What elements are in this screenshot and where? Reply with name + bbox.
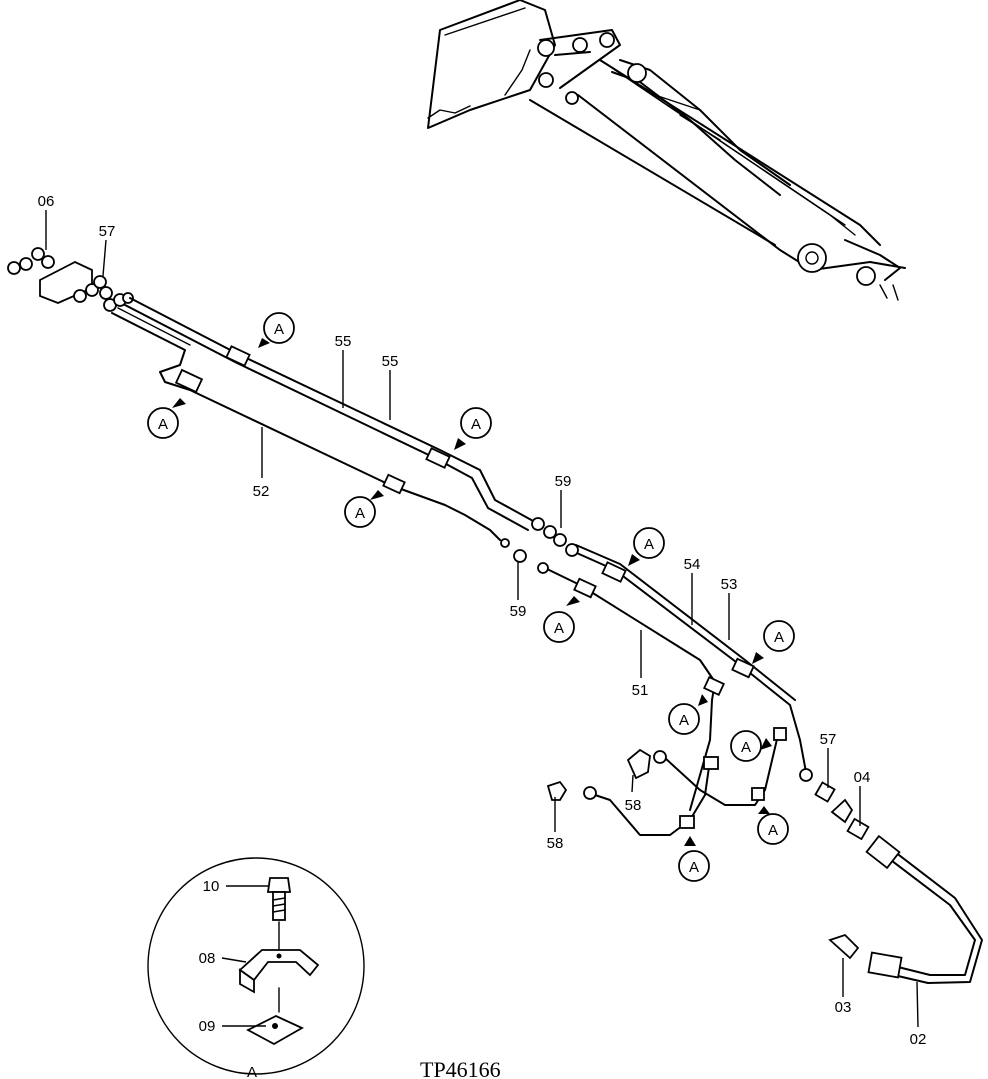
part-label-59-bottom: 59 [510, 603, 527, 620]
part-label-55-right: 55 [382, 353, 399, 370]
figure-id: TP46166 [420, 1057, 501, 1079]
callout-a-7 [763, 620, 795, 652]
part-label-57-top: 57 [99, 223, 116, 240]
callout-a-2 [147, 407, 179, 439]
leader-lines [45, 210, 919, 1028]
callout-a-11 [678, 850, 710, 882]
part-number-labels: 06 57 55 55 52 59 59 54 53 51 57 04 58 5… [38, 193, 927, 1048]
callouts-a: A A A A A A A A A A A [147, 312, 795, 882]
connector-block [7, 247, 134, 312]
part-label-57-bottom: 57 [820, 731, 837, 748]
callout-a-10 [757, 813, 789, 845]
part-label-52: 52 [253, 483, 270, 500]
part-label-53: 53 [721, 576, 738, 593]
callout-a-9 [730, 730, 762, 762]
callout-a-4 [344, 496, 376, 528]
part-label-54: 54 [684, 556, 701, 573]
callout-a-4-text: A [355, 505, 365, 522]
callout-a-5 [633, 527, 665, 559]
callout-a-5-text: A [644, 536, 654, 553]
part-label-02: 02 [910, 1031, 927, 1048]
callout-a-9-text: A [741, 739, 751, 756]
callout-a-10-text: A [768, 822, 778, 839]
callout-a-1-text: A [274, 321, 284, 338]
part-label-04: 04 [854, 769, 871, 786]
excavator-arm-illustration [427, 0, 906, 301]
part-label-51: 51 [632, 682, 649, 699]
detail-view-a: 10 08 09 A [147, 857, 365, 1079]
callout-a-6 [543, 611, 575, 643]
line-clamps [174, 345, 787, 829]
part-label-08: 08 [199, 950, 216, 967]
part-label-59-top: 59 [555, 473, 572, 490]
part-label-03: 03 [835, 999, 852, 1016]
part-label-09: 09 [199, 1018, 216, 1035]
part-label-58-right: 58 [625, 797, 642, 814]
part-label-58-left: 58 [547, 835, 564, 852]
part-label-55-left: 55 [335, 333, 352, 350]
callout-a-8-text: A [679, 712, 689, 729]
fittings [500, 517, 983, 984]
callout-a-6-text: A [554, 620, 564, 637]
callout-a-8 [668, 703, 700, 735]
detail-view-label: A [247, 1064, 257, 1079]
hydraulic-lines [111, 297, 807, 836]
callout-a-3-text: A [471, 416, 481, 433]
callout-a-3 [460, 407, 492, 439]
callout-a-7-text: A [774, 629, 784, 646]
part-label-06: 06 [38, 193, 55, 210]
part-label-10: 10 [203, 878, 220, 895]
callout-a-11-text: A [689, 859, 699, 876]
callout-a-1 [263, 312, 295, 344]
callout-a-2-text: A [158, 416, 168, 433]
